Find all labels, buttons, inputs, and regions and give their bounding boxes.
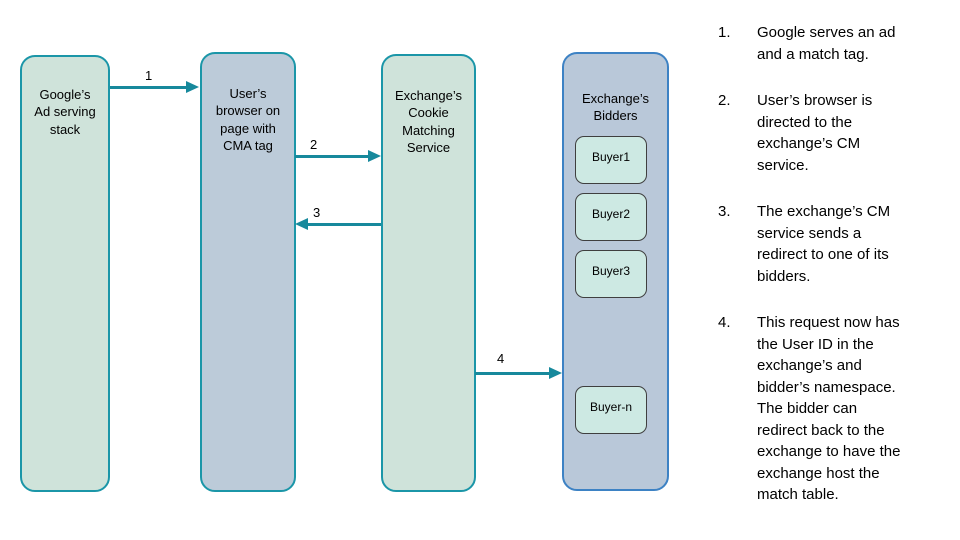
node-user-browser: User’s browser on page with CMA tag xyxy=(200,52,296,492)
flow-arrow-2 xyxy=(295,150,381,162)
buyer-box-3-label: Buyer3 xyxy=(591,264,631,278)
buyer-box-1-label: Buyer1 xyxy=(591,150,631,164)
step-number: 1. xyxy=(718,24,731,41)
node-google-ad-stack-label: Google’s Ad serving stack xyxy=(34,86,96,137)
step-text: User’s browser is directed to the exchan… xyxy=(757,92,873,174)
node-cookie-matching-service: Exchange’s Cookie Matching Service xyxy=(381,54,476,492)
arrow-head-right-icon xyxy=(186,81,199,93)
step-text: Google serves an ad and a match tag. xyxy=(757,24,896,63)
arrow-head-right-icon xyxy=(368,150,381,162)
flow-arrow-1 xyxy=(110,81,199,93)
step-number: 2. xyxy=(718,92,731,109)
buyer-box-3: Buyer3 xyxy=(575,250,647,298)
step-item-4: 4. This request now has the User ID in t… xyxy=(718,312,952,506)
node-cookie-matching-service-label: Exchange’s Cookie Matching Service xyxy=(395,87,462,156)
node-exchange-bidders-label: Exchange’s Bidders xyxy=(582,90,649,124)
buyer-box-2-label: Buyer2 xyxy=(591,207,631,221)
step-text: This request now has the User ID in the … xyxy=(757,314,901,503)
buyer-box-n: Buyer-n xyxy=(575,386,647,434)
step-number: 3. xyxy=(718,203,731,220)
node-google-ad-stack: Google’s Ad serving stack xyxy=(20,55,110,492)
flow-arrow-4 xyxy=(475,367,562,379)
steps-list: 1. Google serves an ad and a match tag. … xyxy=(718,22,952,531)
arrow-number-label-3: 3 xyxy=(313,205,321,220)
arrow-number-label-4: 4 xyxy=(497,351,505,366)
buyer-box-2: Buyer2 xyxy=(575,193,647,241)
buyer-box-1: Buyer1 xyxy=(575,136,647,184)
buyer-box-n-label: Buyer-n xyxy=(589,400,633,414)
step-item-2: 2. User’s browser is directed to the exc… xyxy=(718,90,952,176)
flow-arrow-3 xyxy=(295,218,381,230)
arrow-head-right-icon xyxy=(549,367,562,379)
step-number: 4. xyxy=(718,314,731,331)
step-item-3: 3. The exchange’s CM service sends a red… xyxy=(718,201,952,287)
step-text: The exchange’s CM service sends a redire… xyxy=(757,203,891,285)
arrow-number-label-2: 2 xyxy=(310,137,318,152)
arrow-head-left-icon xyxy=(295,218,308,230)
arrow-number-label-1: 1 xyxy=(145,68,153,83)
node-user-browser-label: User’s browser on page with CMA tag xyxy=(215,85,281,154)
step-item-1: 1. Google serves an ad and a match tag. xyxy=(718,22,952,65)
